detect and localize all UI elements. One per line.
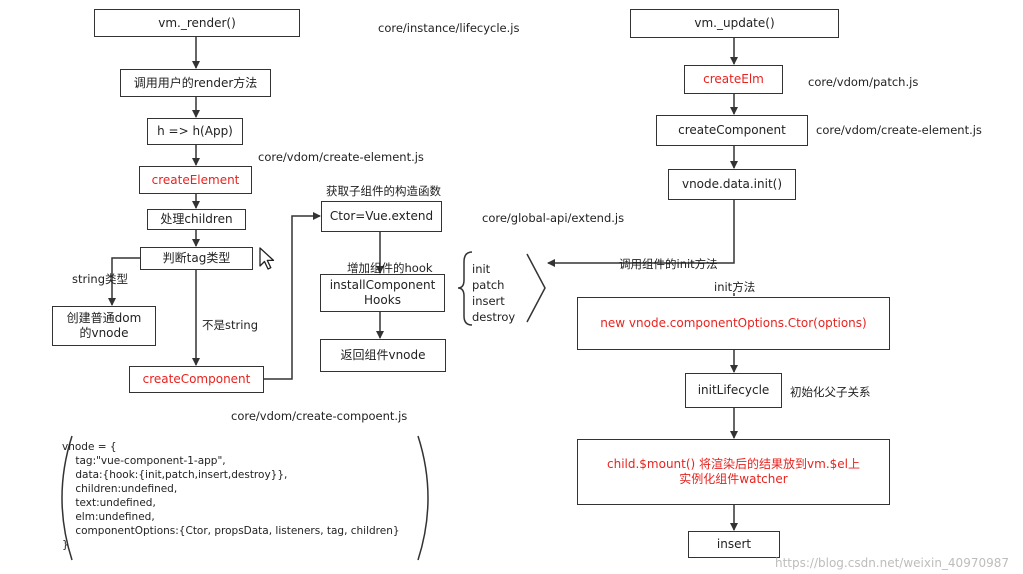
new-ctor-box: new vnode.componentOptions.Ctor(options) [577, 297, 890, 350]
vnode-init-label: vnode.data.init() [681, 177, 783, 191]
create-dom-vnode-label: 创建普通dom 的vnode [66, 311, 142, 340]
call-user-render-box: 调用用户的render方法 [120, 69, 271, 97]
update-box: vm._update() [630, 9, 839, 38]
handle-children-label: 处理children [160, 212, 233, 226]
hook-name-destroy: destroy [472, 310, 516, 324]
lifecycle-path: core/instance/lifecycle.js [378, 21, 520, 35]
install-hooks-label: installComponent Hooks [329, 278, 436, 307]
create-compoent-path: core/vdom/create-compoent.js [231, 409, 408, 423]
string-type-label: string类型 [72, 272, 129, 286]
create-element-label: createElement [151, 172, 240, 187]
create-component-left-label: createComponent [142, 372, 251, 386]
judge-tag-label: 判断tag类型 [162, 251, 231, 265]
code-bracket-right [417, 435, 429, 561]
extend-path: core/global-api/extend.js [482, 211, 625, 225]
new-ctor-label: new vnode.componentOptions.Ctor(options) [600, 316, 867, 330]
hook-name-patch: patch [472, 278, 505, 292]
create-elm-box: createElm [684, 65, 783, 94]
create-elm-label: createElm [703, 72, 764, 86]
code-line-7: componentOptions:{Ctor, propsData, liste… [62, 525, 400, 537]
ctor-extend-box: Ctor=Vue.extend [321, 201, 442, 232]
hook-name-init: init [472, 262, 491, 276]
create-component-right-box: createComponent [656, 115, 808, 146]
code-line-5: text:undefined, [62, 497, 156, 509]
render-box: vm._render() [94, 9, 300, 37]
hook-brace-left [457, 251, 473, 326]
h-app-box: h => h(App) [147, 118, 243, 145]
patch-path: core/vdom/patch.js [808, 75, 919, 89]
return-vnode-box: 返回组件vnode [320, 339, 446, 372]
call-init-label: 调用组件的init方法 [619, 257, 718, 271]
child-mount-label: child.$mount() 将渲染后的结果放到vm.$el上 实例化组件wat… [606, 457, 861, 486]
arrow-init-to-hooks [547, 200, 735, 267]
insert-label: insert [716, 537, 752, 551]
h-app-label: h => h(App) [157, 124, 233, 138]
create-dom-vnode-box: 创建普通dom 的vnode [52, 306, 156, 346]
init-parent-child-label: 初始化父子关系 [790, 385, 871, 399]
get-ctor-label: 获取子组件的构造函数 [326, 184, 441, 198]
install-hooks-box: installComponent Hooks [320, 274, 445, 312]
init-lifecycle-label: initLifecycle [697, 383, 770, 397]
arrow-createComponent-to-ctor [264, 212, 321, 380]
mouse-cursor-icon [259, 247, 275, 270]
not-string-label: 不是string [202, 318, 259, 332]
create-component-left-box: createComponent [129, 366, 264, 393]
child-mount-box: child.$mount() 将渲染后的结果放到vm.$el上 实例化组件wat… [577, 439, 890, 505]
code-line-1: vnode = { [62, 441, 117, 453]
return-vnode-label: 返回组件vnode [340, 348, 426, 362]
arrow-tag-to-dom [108, 257, 140, 306]
code-line-8: } [62, 539, 69, 551]
create-element-box: createElement [139, 166, 252, 194]
hook-name-insert: insert [472, 294, 505, 308]
hook-brace-right [526, 253, 546, 323]
insert-box: insert [688, 531, 780, 558]
update-label: vm._update() [694, 16, 775, 30]
code-line-4: children:undefined, [62, 483, 178, 495]
ctor-extend-label: Ctor=Vue.extend [329, 209, 434, 223]
vnode-init-box: vnode.data.init() [668, 169, 796, 200]
handle-children-box: 处理children [147, 209, 246, 230]
create-element-path-right: core/vdom/create-element.js [816, 123, 982, 137]
init-lifecycle-box: initLifecycle [685, 373, 782, 408]
code-line-3: data:{hook:{init,patch,insert,destroy}}, [62, 469, 288, 481]
code-line-2: tag:"vue-component-1-app", [62, 455, 226, 467]
call-user-render-label: 调用用户的render方法 [133, 75, 258, 90]
render-label: vm._render() [158, 15, 236, 30]
judge-tag-box: 判断tag类型 [140, 247, 253, 270]
code-bracket-left [61, 435, 73, 561]
add-hook-label: 增加组件的hook [347, 261, 433, 275]
init-method-label: init方法 [714, 280, 756, 294]
create-element-path: core/vdom/create-element.js [258, 150, 424, 164]
create-component-right-label: createComponent [678, 123, 786, 137]
code-line-6: elm:undefined, [62, 511, 155, 523]
watermark: https://blog.csdn.net/weixin_40970987 [774, 556, 1009, 570]
